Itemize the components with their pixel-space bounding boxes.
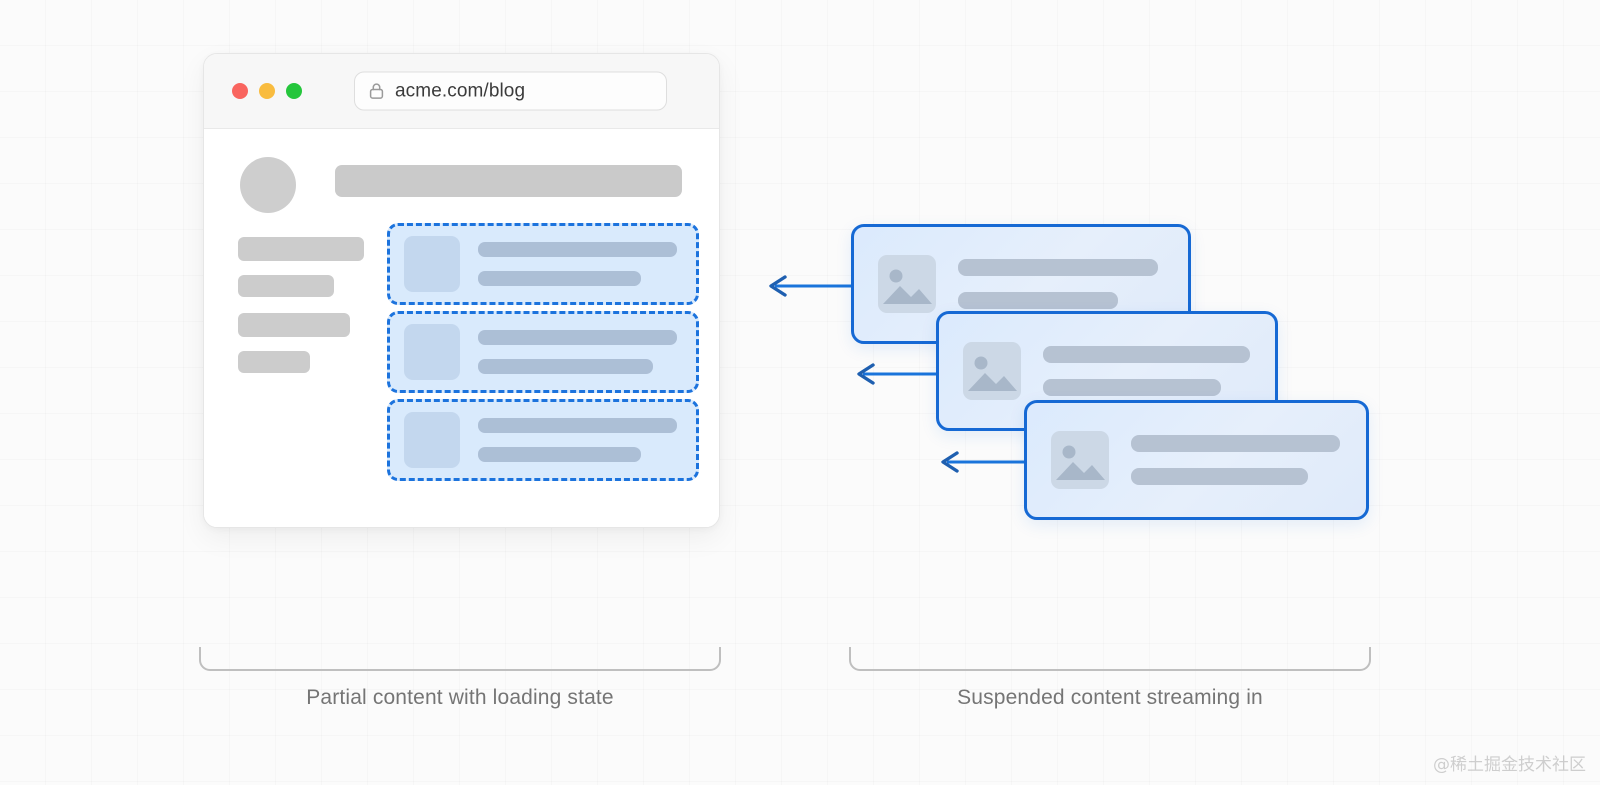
text-skeleton-line <box>478 359 653 374</box>
text-skeleton-line <box>478 242 677 257</box>
nav-skeleton-bar <box>238 275 334 297</box>
title-bar-skeleton <box>335 165 682 197</box>
text-skeleton-line <box>478 330 677 345</box>
image-placeholder-icon <box>963 342 1021 400</box>
left-caption-label: Partial content with loading state <box>306 686 614 709</box>
thumbnail-skeleton <box>404 324 460 380</box>
maximize-window-button[interactable] <box>286 83 302 99</box>
browser-content <box>204 129 719 527</box>
text-skeleton-line <box>478 418 677 433</box>
text-skeleton-group <box>478 330 677 374</box>
text-skeleton-line <box>1131 435 1340 452</box>
lock-icon <box>369 83 384 99</box>
avatar-skeleton <box>240 157 296 213</box>
address-bar[interactable]: acme.com/blog <box>354 71 667 111</box>
close-window-button[interactable] <box>232 83 248 99</box>
text-skeleton-group <box>478 242 677 286</box>
watermark: @稀土掘金技术社区 <box>1433 755 1586 775</box>
text-skeleton-line <box>958 292 1118 309</box>
text-skeleton-line <box>1043 379 1221 396</box>
browser-window-mock: acme.com/blog <box>203 53 720 528</box>
nav-skeleton-bar <box>238 351 310 373</box>
thumbnail-skeleton <box>404 236 460 292</box>
image-placeholder-icon <box>1051 431 1109 489</box>
nav-skeleton-bar <box>238 237 364 261</box>
loading-card <box>387 399 699 481</box>
text-skeleton-line <box>478 447 641 462</box>
nav-skeleton-bar <box>238 313 350 337</box>
stream-arrow <box>857 363 942 385</box>
minimize-window-button[interactable] <box>259 83 275 99</box>
text-skeleton-line <box>958 259 1158 276</box>
text-skeleton-group <box>478 418 677 462</box>
text-skeleton-line <box>478 271 641 286</box>
traffic-lights <box>232 83 302 99</box>
thumbnail-skeleton <box>404 412 460 468</box>
right-caption-label: Suspended content streaming in <box>957 686 1263 709</box>
stream-arrow <box>941 451 1029 473</box>
text-skeleton-line <box>1043 346 1250 363</box>
text-skeleton-group <box>958 259 1158 309</box>
url-text: acme.com/blog <box>395 80 526 102</box>
streaming-card <box>851 224 1191 344</box>
browser-titlebar: acme.com/blog <box>204 54 719 129</box>
image-placeholder-icon <box>878 255 936 313</box>
loading-card <box>387 311 699 393</box>
streaming-card <box>1024 400 1369 520</box>
text-skeleton-group <box>1131 435 1340 485</box>
text-skeleton-group <box>1043 346 1250 396</box>
right-bracket <box>849 647 1371 671</box>
text-skeleton-line <box>1131 468 1308 485</box>
loading-card <box>387 223 699 305</box>
stream-arrow <box>769 275 857 297</box>
left-bracket <box>199 647 721 671</box>
